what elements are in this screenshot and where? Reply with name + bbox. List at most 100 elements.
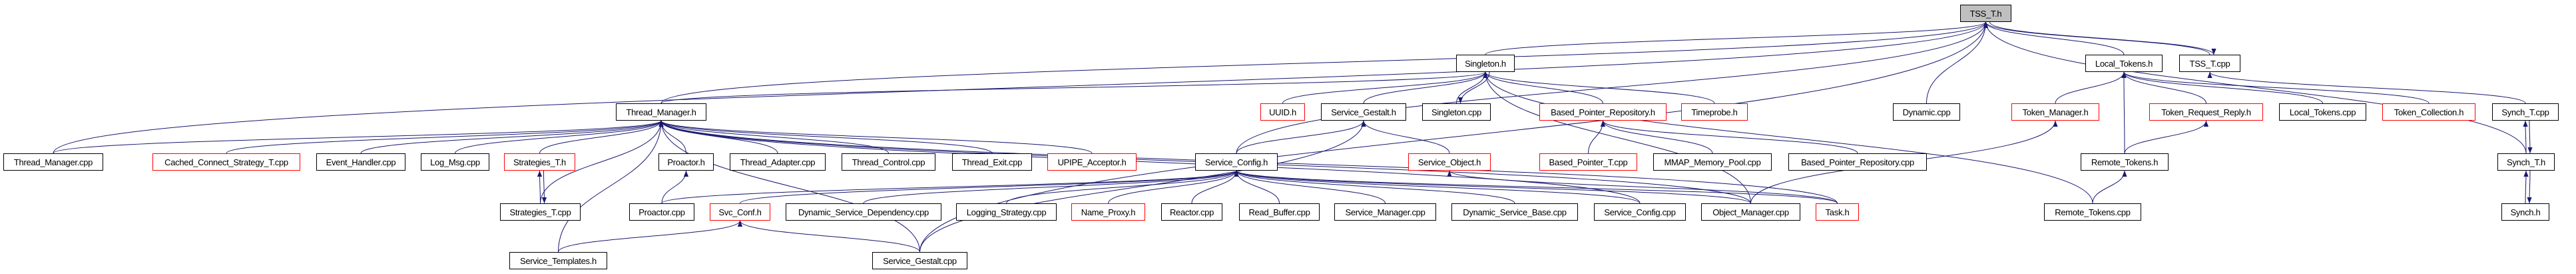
node-name-proxy-h[interactable]: Name_Proxy.h — [1071, 203, 1145, 221]
edge-singleton-h-to-tss-t-h — [1485, 21, 1988, 55]
edge-service-gestalt-cpp-to-svc-conf-h — [738, 220, 920, 253]
edge-timeprobe-h-to-singleton-h — [1483, 71, 1715, 104]
edge-service-config-h-to-service-gestalt-h — [1236, 120, 1366, 154]
edge-mmap-memory-pool-cpp-to-based-pointer-repository-h — [1600, 120, 1713, 154]
edge-service-object-h-to-service-gestalt-h — [1361, 120, 1450, 154]
node-thread-adapter-cpp[interactable]: Thread_Adapter.cpp — [730, 153, 826, 171]
edge-thread-exit-cpp-to-thread-manager-h — [658, 120, 993, 154]
node-token-manager-h[interactable]: Token_Manager.h — [2011, 103, 2099, 121]
node-service-gestalt-cpp[interactable]: Service_Gestalt.cpp — [872, 252, 967, 269]
node-local-tokens-h[interactable]: Local_Tokens.h — [2085, 55, 2163, 72]
edge-logging-strategy-cpp-to-service-config-h — [1006, 170, 1239, 204]
edge-object-manager-cpp-to-singleton-h — [1483, 71, 1751, 204]
node-tss-t-cpp[interactable]: TSS_T.cpp — [2179, 55, 2240, 72]
edge-service-manager-cpp-to-service-config-h — [1234, 170, 1386, 204]
edge-tss-t-h-to-tss-t-cpp — [1989, 21, 2216, 55]
node-synch-t-h[interactable]: Synch_T.h — [2497, 153, 2555, 171]
edge-token-manager-h-to-local-tokens-h — [2055, 71, 2127, 104]
node-service-config-cpp[interactable]: Service_Config.cpp — [1594, 203, 1686, 221]
node-svc-conf-h[interactable]: Svc_Conf.h — [710, 203, 770, 221]
node-timeprobe-h[interactable]: Timeprobe.h — [1681, 103, 1748, 121]
node-read-buffer-cpp[interactable]: Read_Buffer.cpp — [1239, 203, 1320, 221]
edge-dynamic-cpp-to-tss-t-h — [1926, 21, 1989, 104]
edge-object-manager-cpp-to-service-config-h — [1234, 170, 1751, 204]
node-task-h[interactable]: Task.h — [1816, 203, 1859, 221]
edge-service-templates-h-to-thread-manager-h — [558, 120, 664, 253]
node-dynamic-cpp[interactable]: Dynamic.cpp — [1893, 103, 1960, 121]
node-service-templates-h[interactable]: Service_Templates.h — [509, 252, 607, 269]
node-service-gestalt-h[interactable]: Service_Gestalt.h — [1321, 103, 1406, 121]
edge-local-tokens-cpp-to-local-tokens-h — [2121, 71, 2323, 104]
node-dynamic-service-base-cpp[interactable]: Dynamic_Service_Base.cpp — [1451, 203, 1578, 221]
edge-name-proxy-h-to-service-config-h — [1108, 170, 1239, 204]
edge-remote-tokens-h-to-token-request-reply-h — [2124, 120, 2209, 154]
node-based-pointer-t-cpp[interactable]: Based_Pointer_T.cpp — [1539, 153, 1637, 171]
edge-remote-tokens-cpp-to-singleton-h — [1483, 71, 2093, 204]
edge-strategies-t-cpp-to-thread-manager-h — [540, 120, 664, 204]
node-service-config-h[interactable]: Service_Config.h — [1195, 153, 1278, 171]
node-token-request-reply-h[interactable]: Token_Request_Reply.h — [2149, 103, 2263, 121]
edge-synch-h-to-synch-t-h — [2523, 170, 2529, 204]
edge-remote-tokens-cpp-to-remote-tokens-h — [2092, 170, 2127, 204]
node-upipe-acceptor-h[interactable]: UPIPE_Acceptor.h — [1047, 153, 1137, 171]
node-thread-manager-cpp[interactable]: Thread_Manager.cpp — [3, 153, 103, 171]
edge-service-gestalt-cpp-to-service-gestalt-h — [919, 120, 1366, 253]
node-synch-t-cpp[interactable]: Synch_T.cpp — [2492, 103, 2559, 121]
node-local-tokens-cpp[interactable]: Local_Tokens.cpp — [2279, 103, 2366, 121]
edge-task-h-to-service-object-h — [1447, 170, 1838, 204]
node-uuid-h[interactable]: UUID.h — [1260, 103, 1305, 121]
edge-strategies-t-h-to-thread-manager-h — [539, 120, 664, 154]
edge-thread-manager-cpp-to-tss-t-h — [53, 21, 1988, 154]
node-strategies-t-h[interactable]: Strategies_T.h — [504, 153, 575, 171]
edge-local-tokens-h-to-tss-t-h — [1983, 21, 2125, 55]
node-dynamic-service-dependency-cpp[interactable]: Dynamic_Service_Dependency.cpp — [786, 203, 941, 221]
edge-thread-adapter-cpp-to-thread-manager-h — [658, 120, 778, 154]
edge-thread-manager-cpp-to-thread-manager-h — [53, 120, 664, 154]
node-tss-t-h[interactable]: TSS_T.h — [1960, 5, 2011, 22]
node-proactor-cpp[interactable]: Proactor.cpp — [629, 203, 694, 221]
edge-based-pointer-t-cpp-to-based-pointer-repository-h — [1588, 120, 1606, 154]
node-cached-connect-strategy-t-cpp[interactable]: Cached_Connect_Strategy_T.cpp — [152, 153, 300, 171]
node-based-pointer-repository-h[interactable]: Based_Pointer_Repository.h — [1539, 103, 1667, 121]
edge-service-config-h-to-tss-t-h — [1236, 21, 1988, 154]
node-mmap-memory-pool-cpp[interactable]: MMAP_Memory_Pool.cpp — [1653, 153, 1772, 171]
node-log-msg-cpp[interactable]: Log_Msg.cpp — [421, 153, 489, 171]
edge-strategies-t-h-to-strategies-t-cpp — [541, 170, 547, 204]
node-logging-strategy-cpp[interactable]: Logging_Strategy.cpp — [956, 203, 1057, 221]
edge-event-handler-cpp-to-thread-manager-h — [360, 120, 664, 154]
edge-svc-conf-h-to-service-config-h — [740, 170, 1239, 204]
node-service-manager-cpp[interactable]: Service_Manager.cpp — [1334, 203, 1436, 221]
node-service-object-h[interactable]: Service_Object.h — [1408, 153, 1491, 171]
node-remote-tokens-h[interactable]: Remote_Tokens.h — [2081, 153, 2169, 171]
edge-based-pointer-repository-h-to-singleton-h — [1483, 71, 1603, 104]
edge-service-config-cpp-to-service-config-h — [1234, 170, 1641, 204]
node-reactor-cpp[interactable]: Reactor.cpp — [1161, 203, 1222, 221]
node-thread-control-cpp[interactable]: Thread_Control.cpp — [842, 153, 935, 171]
node-thread-exit-cpp[interactable]: Thread_Exit.cpp — [952, 153, 1032, 171]
edge-dynamic-service-dependency-cpp-to-service-config-h — [863, 170, 1239, 204]
node-singleton-cpp[interactable]: Singleton.cpp — [1422, 103, 1491, 121]
edge-synch-t-h-to-synch-t-cpp — [2523, 120, 2528, 154]
edge-proactor-cpp-to-service-config-h — [661, 170, 1239, 204]
edge-strategies-t-cpp-to-strategies-t-h — [537, 170, 543, 204]
edge-singleton-h-to-singleton-cpp — [1457, 71, 1490, 104]
node-remote-tokens-cpp[interactable]: Remote_Tokens.cpp — [2044, 203, 2141, 221]
edge-thread-control-cpp-to-thread-manager-h — [658, 120, 889, 154]
node-based-pointer-repository-cpp[interactable]: Based_Pointer_Repository.cpp — [1788, 153, 1927, 171]
node-thread-manager-h[interactable]: Thread_Manager.h — [616, 103, 706, 121]
node-synch-h[interactable]: Synch.h — [2501, 203, 2549, 221]
edge-service-gestalt-cpp-to-thread-manager-h — [658, 120, 920, 253]
edge-token-collection-h-to-local-tokens-h — [2121, 71, 2430, 104]
node-token-collection-h[interactable]: Token_Collection.h — [2382, 103, 2475, 121]
node-strategies-t-cpp[interactable]: Strategies_T.cpp — [500, 203, 581, 221]
node-singleton-h[interactable]: Singleton.h — [1456, 55, 1515, 72]
node-event-handler-cpp[interactable]: Event_Handler.cpp — [316, 153, 405, 171]
edge-synch-t-h-to-synch-h — [2527, 170, 2532, 204]
node-proactor-h[interactable]: Proactor.h — [658, 153, 714, 171]
edge-synch-t-cpp-to-tss-t-cpp — [2207, 71, 2526, 104]
node-object-manager-cpp[interactable]: Object_Manager.cpp — [1701, 203, 1800, 221]
edge-remote-tokens-h-to-local-tokens-h — [2121, 71, 2127, 154]
edge-log-msg-cpp-to-thread-manager-h — [455, 120, 664, 154]
